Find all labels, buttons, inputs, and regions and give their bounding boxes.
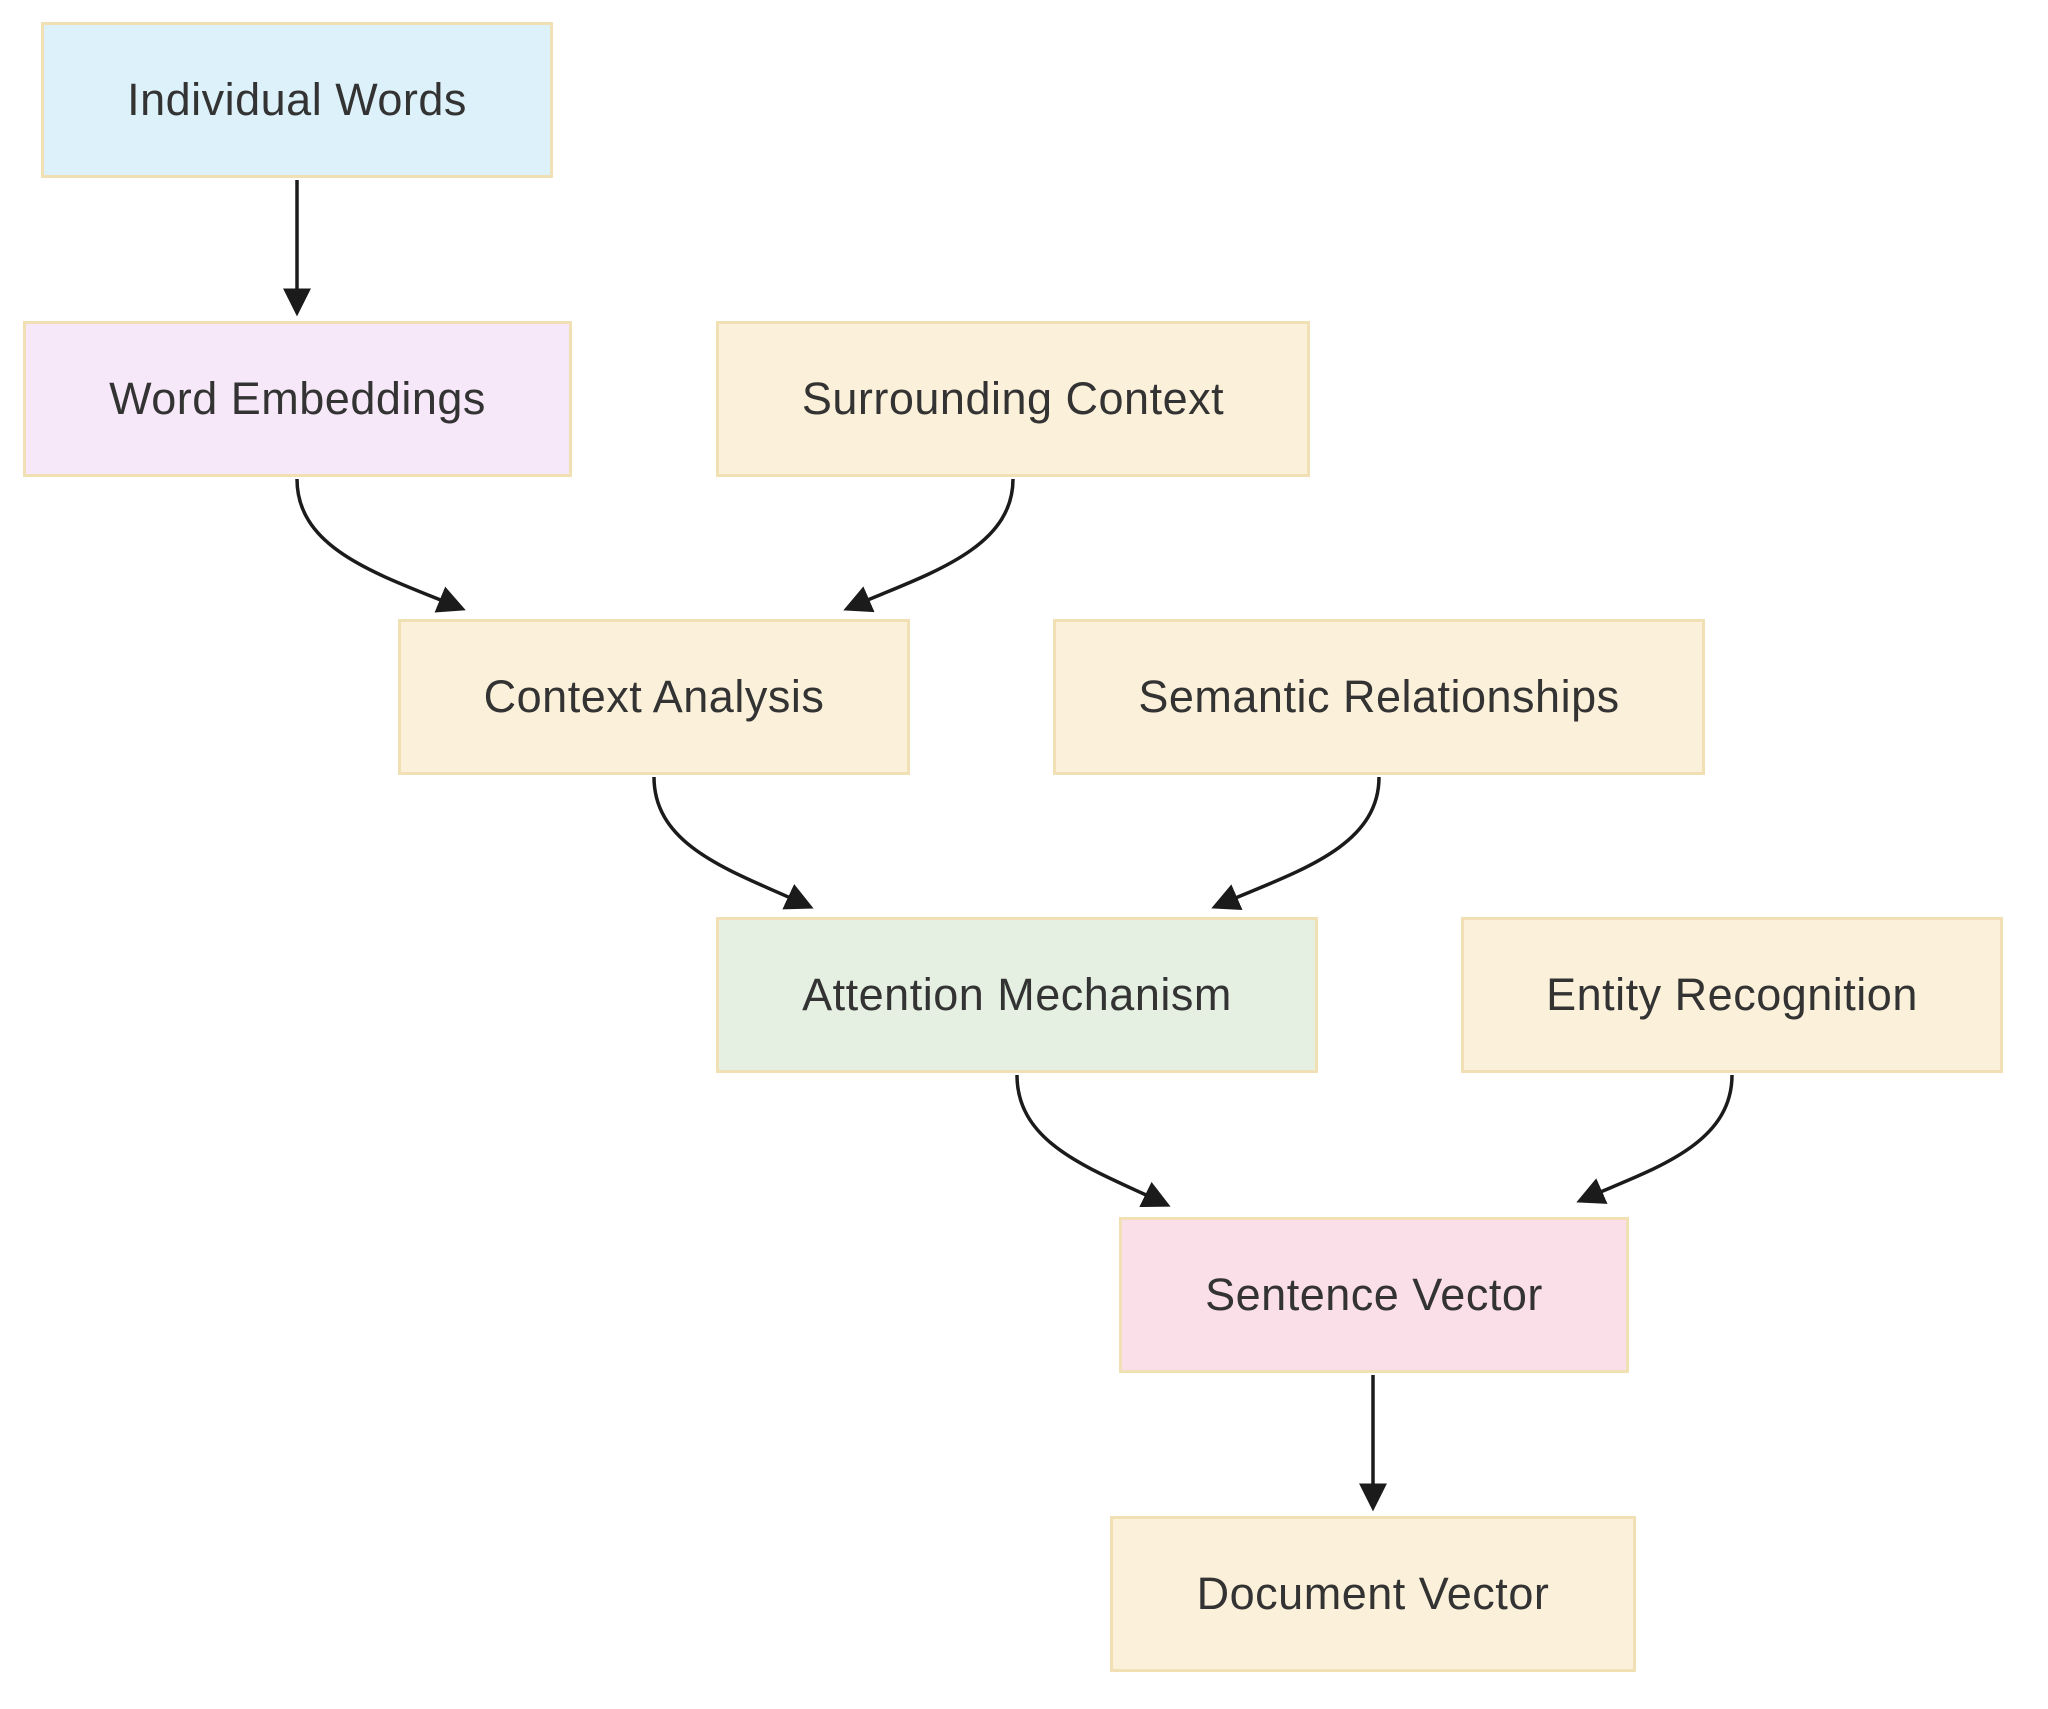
node-label: Surrounding Context bbox=[801, 373, 1225, 424]
node-individual-words: Individual Words bbox=[41, 22, 553, 178]
node-semantic-relationships: Semantic Relationships bbox=[1053, 619, 1705, 775]
node-surrounding-context: Surrounding Context bbox=[716, 321, 1310, 477]
node-attention-mechanism: Attention Mechanism bbox=[716, 917, 1318, 1073]
node-label: Individual Words bbox=[127, 74, 467, 125]
node-sentence-vector: Sentence Vector bbox=[1119, 1217, 1629, 1373]
node-word-embeddings: Word Embeddings bbox=[23, 321, 572, 477]
edge-word-embeddings-to-context-analysis bbox=[295, 478, 466, 613]
node-context-analysis: Context Analysis bbox=[398, 619, 910, 775]
node-entity-recognition: Entity Recognition bbox=[1461, 917, 2003, 1073]
edge-entity-recognition-to-sentence-vector bbox=[1576, 1074, 1734, 1204]
node-label: Entity Recognition bbox=[1546, 969, 1918, 1020]
node-label: Document Vector bbox=[1196, 1568, 1550, 1619]
node-label: Sentence Vector bbox=[1205, 1269, 1543, 1320]
node-document-vector: Document Vector bbox=[1110, 1516, 1636, 1672]
node-label: Context Analysis bbox=[483, 671, 825, 722]
edge-attention-mechanism-to-sentence-vector bbox=[1015, 1074, 1171, 1208]
node-label: Semantic Relationships bbox=[1138, 671, 1620, 722]
edge-semantic-relationships-to-attention-mechanism bbox=[1211, 776, 1381, 911]
node-label: Attention Mechanism bbox=[802, 969, 1232, 1020]
edge-surrounding-context-to-context-analysis bbox=[843, 478, 1015, 613]
edge-context-analysis-to-attention-mechanism bbox=[652, 776, 814, 910]
node-label: Word Embeddings bbox=[109, 373, 486, 424]
